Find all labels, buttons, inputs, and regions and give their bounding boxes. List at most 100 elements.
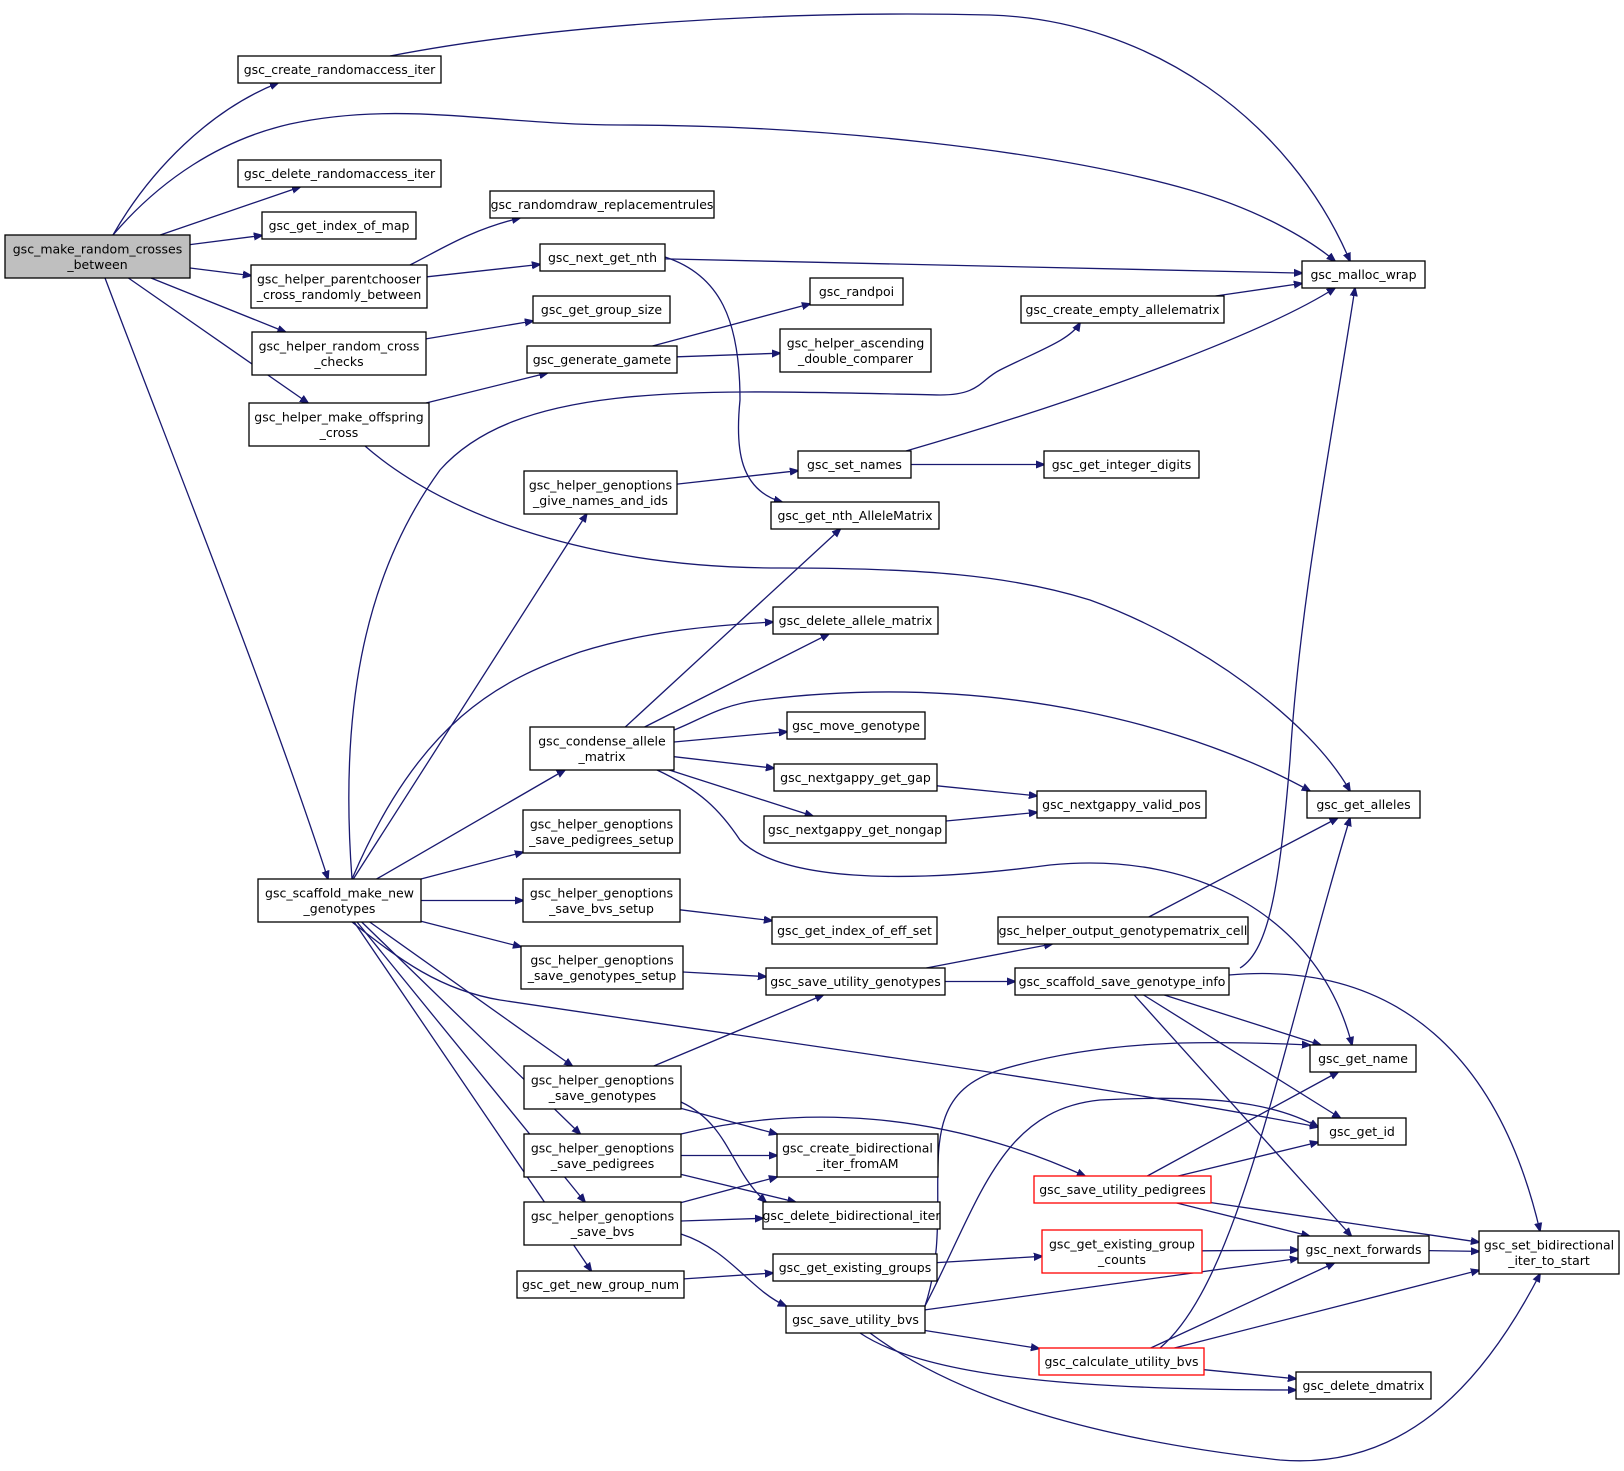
node-generate_gamete[interactable]: gsc_generate_gamete (526, 345, 678, 374)
node-label: gsc_create_empty_allelematrix (1025, 302, 1219, 317)
node-delete_bidir[interactable]: gsc_delete_bidirectional_iter (762, 1201, 942, 1230)
node-nextgappy_valid[interactable]: gsc_nextgappy_valid_pos (1036, 790, 1207, 819)
node-label: _give_names_and_ids (532, 493, 668, 508)
node-label: gsc_helper_ascending (787, 335, 925, 350)
node-label: gsc_move_genotype (792, 718, 920, 733)
node-get_existing_groups[interactable]: gsc_get_existing_groups (772, 1253, 938, 1282)
node-output_cell[interactable]: gsc_helper_output_genotypematrix_cell (997, 916, 1249, 945)
node-random_cross_checks[interactable]: gsc_helper_random_cross_checks (251, 331, 427, 376)
node-save_geno_setup[interactable]: gsc_helper_genoptions_save_genotypes_set… (520, 945, 684, 990)
edge-save_util_ped-to-get_name (1146, 1072, 1338, 1177)
node-condense[interactable]: gsc_condense_allele_matrix (529, 726, 675, 771)
node-label: gsc_helper_genoptions (530, 885, 673, 900)
node-randpoi[interactable]: gsc_randpoi (809, 277, 904, 306)
node-move_genotype[interactable]: gsc_move_genotype (786, 711, 926, 740)
edge-root-to-make_offspring (128, 277, 308, 403)
node-box (1478, 1230, 1620, 1275)
edge-condense-to-get_name (656, 769, 1352, 1045)
node-parentchooser[interactable]: gsc_helper_parentchooser_cross_randomly_… (250, 264, 428, 309)
node-delete_dmatrix[interactable]: gsc_delete_dmatrix (1295, 1371, 1432, 1400)
node-delete_am[interactable]: gsc_delete_allele_matrix (772, 606, 939, 635)
node-next_forwards[interactable]: gsc_next_forwards (1297, 1235, 1430, 1264)
node-existing_group_counts[interactable]: gsc_get_existing_group_counts (1041, 1229, 1203, 1274)
edge-root-to-parentchooser (189, 267, 251, 276)
node-box (248, 402, 430, 447)
node-box (539, 243, 666, 272)
edge-root-to-scaffold (104, 277, 328, 879)
node-set_names[interactable]: gsc_set_names (797, 450, 912, 479)
edge-scaffold-to-save_genotypes (369, 921, 573, 1066)
node-save_bvs[interactable]: gsc_helper_genoptions_save_bvs (523, 1201, 682, 1246)
node-label: gsc_make_random_crosses (13, 241, 182, 256)
node-label: _cross_randomly_between (256, 287, 422, 302)
node-box (237, 159, 442, 188)
node-box (489, 190, 715, 219)
node-label: gsc_get_id (1329, 1124, 1395, 1139)
node-scaffold[interactable]: gsc_scaffold_make_new_genotypes (257, 878, 422, 923)
node-save_util_ped[interactable]: gsc_save_utility_pedigrees (1033, 1175, 1212, 1204)
node-create_bidir[interactable]: gsc_create_bidirectional_iter_fromAM (776, 1133, 939, 1178)
edge-scaffold-to-condense (376, 770, 565, 880)
node-save_bvs_setup[interactable]: gsc_helper_genoptions_save_bvs_setup (522, 878, 681, 923)
node-save_util_bvs[interactable]: gsc_save_utility_bvs (785, 1305, 926, 1334)
node-next_get_nth[interactable]: gsc_next_get_nth (539, 243, 666, 272)
node-get_index_eff[interactable]: gsc_get_index_of_eff_set (771, 916, 938, 945)
node-label: gsc_nextgappy_get_nongap (768, 822, 942, 837)
node-get_integer_digits[interactable]: gsc_get_integer_digits (1043, 450, 1200, 479)
node-set_bidir_start[interactable]: gsc_set_bidirectional_iter_to_start (1478, 1230, 1620, 1275)
node-label: gsc_helper_genoptions (530, 952, 673, 967)
node-get_id[interactable]: gsc_get_id (1317, 1117, 1407, 1146)
node-save_pedigrees[interactable]: gsc_helper_genoptions_save_pedigrees (523, 1133, 682, 1178)
node-get_index_of_map[interactable]: gsc_get_index_of_map (261, 211, 417, 240)
edge-scaffold_save_info-to-get_id (1143, 994, 1341, 1118)
node-box (237, 55, 442, 84)
edge-save_bvs-to-delete_bidir (680, 1218, 763, 1221)
node-label: gsc_delete_randomaccess_iter (244, 166, 436, 181)
node-box (523, 1133, 682, 1178)
node-box (526, 345, 678, 374)
node-nextgappy_nongap[interactable]: gsc_nextgappy_get_nongap (763, 815, 947, 844)
node-give_names[interactable]: gsc_helper_genoptions_give_names_and_ids (523, 470, 678, 515)
node-label: gsc_get_nth_AlleleMatrix (777, 508, 932, 523)
node-scaffold_save_info[interactable]: gsc_scaffold_save_genotype_info (1014, 967, 1230, 996)
node-box (1043, 450, 1200, 479)
node-get_alleles[interactable]: gsc_get_alleles (1306, 790, 1421, 819)
edge-condense-to-delete_am (644, 634, 829, 728)
node-save_util_geno[interactable]: gsc_save_utility_genotypes (765, 967, 946, 996)
node-get_group_size[interactable]: gsc_get_group_size (532, 295, 671, 324)
node-label: _counts (1097, 1252, 1146, 1267)
node-root[interactable]: gsc_make_random_crosses_between (4, 234, 191, 279)
node-ascending[interactable]: gsc_helper_ascending_double_comparer (779, 328, 932, 373)
edge-save_bvs_setup-to-get_index_eff (679, 909, 772, 921)
node-calc_util_bvs[interactable]: gsc_calculate_utility_bvs (1038, 1347, 1205, 1376)
edge-scaffold_save_info-to-next_forwards (1133, 994, 1351, 1236)
node-get_nth_am[interactable]: gsc_get_nth_AlleleMatrix (770, 501, 940, 530)
node-label: _save_bvs_setup (548, 901, 654, 916)
node-nextgappy_gap[interactable]: gsc_nextgappy_get_gap (773, 763, 938, 792)
node-box (763, 815, 947, 844)
node-make_offspring[interactable]: gsc_helper_make_offspring_cross (248, 402, 430, 447)
node-save_ped_setup[interactable]: gsc_helper_genoptions_save_pedigrees_set… (522, 809, 681, 854)
edge-give_names-to-set_names (676, 471, 798, 485)
node-malloc[interactable]: gsc_malloc_wrap (1301, 260, 1426, 289)
node-randomdraw[interactable]: gsc_randomdraw_replacementrules (489, 190, 715, 219)
node-box (762, 1201, 941, 1230)
node-create_ra_iter[interactable]: gsc_create_randomaccess_iter (237, 55, 442, 84)
node-box (261, 211, 417, 240)
node-get_name[interactable]: gsc_get_name (1309, 1044, 1417, 1073)
edge-calc_util_bvs-to-delete_dmatrix (1203, 1369, 1296, 1379)
edge-scaffold_save_info-to-get_name (1164, 994, 1320, 1045)
node-create_empty_am[interactable]: gsc_create_empty_allelematrix (1020, 295, 1225, 324)
node-delete_ra_iter[interactable]: gsc_delete_randomaccess_iter (237, 159, 442, 188)
node-label: _checks (313, 354, 363, 369)
node-save_genotypes[interactable]: gsc_helper_genoptions_save_genotypes (523, 1065, 682, 1110)
node-get_new_group_num[interactable]: gsc_get_new_group_num (516, 1270, 685, 1299)
node-box (773, 763, 938, 792)
node-box (1306, 790, 1421, 819)
edge-root-to-malloc (112, 112, 1335, 261)
node-label: gsc_get_existing_group (1049, 1236, 1195, 1251)
edge-create_ra_iter-to-malloc (389, 13, 1350, 261)
edge-condense-to-nextgappy_nongap (669, 769, 813, 816)
node-label: gsc_set_bidirectional (1484, 1237, 1614, 1252)
edges-layer (104, 13, 1540, 1462)
